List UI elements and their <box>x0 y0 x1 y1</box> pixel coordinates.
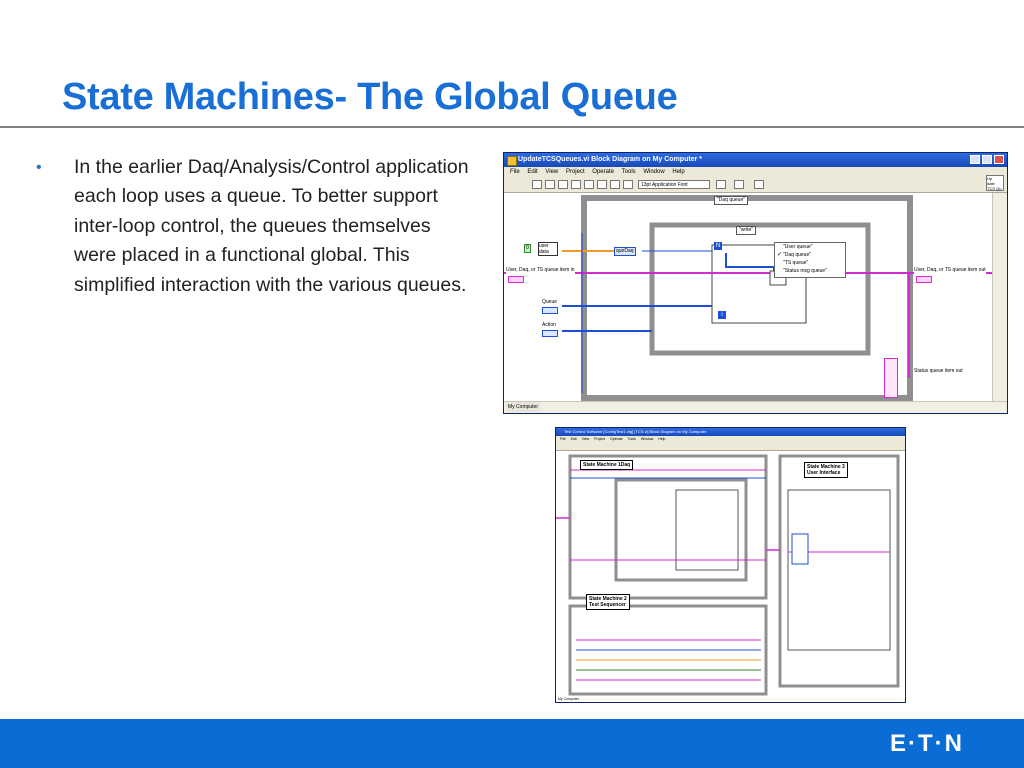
footer-bar: E·T·N <box>0 719 1024 768</box>
help-text-line: date <box>987 181 995 186</box>
popup-item-daq[interactable]: "Daq queue" <box>783 252 812 258</box>
help-text-line: TCS Qu <box>987 186 1002 191</box>
eaton-logo: E·T·N <box>890 730 964 757</box>
popup-item-status[interactable]: "Status msg queue" <box>783 268 827 274</box>
diagram-2-wiring <box>556 454 900 696</box>
menu-window[interactable]: Window <box>643 169 665 175</box>
menu-project-2[interactable]: Project <box>594 437 606 441</box>
retain-wire-icon[interactable] <box>597 180 607 189</box>
font-dropdown[interactable]: 13pt Application Font <box>638 180 710 189</box>
menu-view[interactable]: View <box>545 169 559 175</box>
wire-enqueue <box>725 253 775 279</box>
state-machine-2-label: State Machine 2 Test Sequencer <box>586 594 630 610</box>
menu-project[interactable]: Project <box>565 169 585 175</box>
maximize-icon[interactable] <box>982 155 992 164</box>
menu-operate[interactable]: Operate <box>592 169 614 175</box>
abort-icon[interactable] <box>558 180 568 189</box>
state-machine-1-label: State Machine 1Daq <box>580 460 634 470</box>
menu-tools[interactable]: Tools <box>621 169 636 175</box>
output-label: User, Daq, or TS queue item out <box>914 267 986 274</box>
action-label: Action <box>542 322 556 329</box>
menu-view-2[interactable]: View <box>581 437 590 441</box>
popup-item-user[interactable]: "User queue" <box>783 244 813 250</box>
step-into-icon[interactable] <box>610 180 620 189</box>
menu-window-2[interactable]: Window <box>640 437 654 441</box>
close-icon[interactable] <box>994 155 1004 164</box>
i32-constant[interactable]: 0 <box>524 244 531 253</box>
inner-loop-frame <box>649 222 871 356</box>
context-help-icon[interactable]: Up date TCS Qu eues <box>986 175 1004 196</box>
minimize-icon[interactable] <box>970 155 980 164</box>
window-titlebar: UpdateTCSQueues.vi Block Diagram on My C… <box>504 153 1007 167</box>
highlight-icon[interactable] <box>584 180 594 189</box>
case-structure <box>711 244 807 324</box>
bullet-item: • In the earlier Daq/Analysis/Control ap… <box>36 153 476 300</box>
reorder-icon[interactable] <box>754 180 764 189</box>
step-over-icon[interactable] <box>623 180 633 189</box>
menu-edit[interactable]: Edit <box>527 169 538 175</box>
menu-help-2[interactable]: Help <box>658 437 666 441</box>
menu-tools-2[interactable]: Tools <box>627 437 636 441</box>
window-title: UpdateTCSQueues.vi Block Diagram on My C… <box>518 156 702 163</box>
block-diagram-canvas[interactable]: "Daq queue" "write" ✓ "User queue" "Daq … <box>504 193 994 403</box>
bullet-dot: • <box>36 159 42 176</box>
menu-edit-2[interactable]: Edit <box>570 437 577 441</box>
window-titlebar-2: Test Control Software [ConfigTest1.cfg] … <box>556 428 905 436</box>
user-data-constant[interactable]: user data <box>538 242 558 256</box>
action-terminal[interactable] <box>542 330 558 337</box>
case-popup-menu[interactable]: ✓ "User queue" "Daq queue" "TS queue" "S… <box>774 242 846 278</box>
case-selector-outer[interactable]: "Daq queue" <box>714 196 749 205</box>
align-icon[interactable] <box>716 180 726 189</box>
popup-item-ts[interactable]: "TS queue" <box>783 260 809 266</box>
status-out-label: Status queue item out <box>914 368 963 375</box>
check-icon: ✓ <box>777 252 783 258</box>
run-continuously-icon[interactable] <box>545 180 555 189</box>
pause-icon[interactable] <box>571 180 581 189</box>
menu-file[interactable]: File <box>510 169 520 175</box>
bullet-text: In the earlier Daq/Analysis/Control appl… <box>74 156 469 296</box>
quedaq-terminal[interactable]: queDaq <box>614 247 636 256</box>
menu-operate-2[interactable]: Operate <box>610 437 623 441</box>
vi-icon <box>507 156 517 166</box>
menu-bar: File Edit View Project Operate Tools Win… <box>504 167 1007 178</box>
block-diagram-screenshot-1: UpdateTCSQueues.vi Block Diagram on My C… <box>503 152 1008 414</box>
menu-bar-2: File Edit View Project Operate Tools Win… <box>556 436 905 442</box>
run-arrow-icon[interactable] <box>532 180 542 189</box>
status-target-2: My Computer <box>558 697 580 701</box>
status-target: My Computer <box>506 402 541 412</box>
menu-file-2[interactable]: File <box>560 437 566 441</box>
state-machine-3-label: State Machine 3 User Interface <box>804 462 848 478</box>
bullet-list: • In the earlier Daq/Analysis/Control ap… <box>36 153 476 300</box>
input-terminal[interactable] <box>508 276 524 283</box>
toolbar-2 <box>556 442 905 451</box>
menu-help[interactable]: Help <box>672 169 685 175</box>
vertical-scrollbar[interactable] <box>992 193 1007 403</box>
output-terminal[interactable] <box>916 276 932 283</box>
block-diagram-screenshot-2: Test Control Software [ConfigTest1.cfg] … <box>555 427 906 703</box>
slide-title: State Machines- The Global Queue <box>62 76 678 118</box>
i-terminal: i <box>718 311 726 319</box>
toolbar: 13pt Application Font <box>504 178 1007 193</box>
horizontal-scrollbar[interactable]: My Computer <box>504 401 1007 413</box>
queue-terminal[interactable] <box>542 307 558 314</box>
n-terminal: N <box>714 242 722 250</box>
queue-label: Queue <box>542 299 558 306</box>
help-text-line: Up <box>987 176 993 181</box>
input-label: User, Daq, or TS queue item in <box>506 267 575 274</box>
case-selector-inner[interactable]: "write" <box>736 226 757 235</box>
distribute-icon[interactable] <box>734 180 744 189</box>
status-cluster[interactable] <box>884 358 898 398</box>
title-divider <box>0 126 1024 128</box>
